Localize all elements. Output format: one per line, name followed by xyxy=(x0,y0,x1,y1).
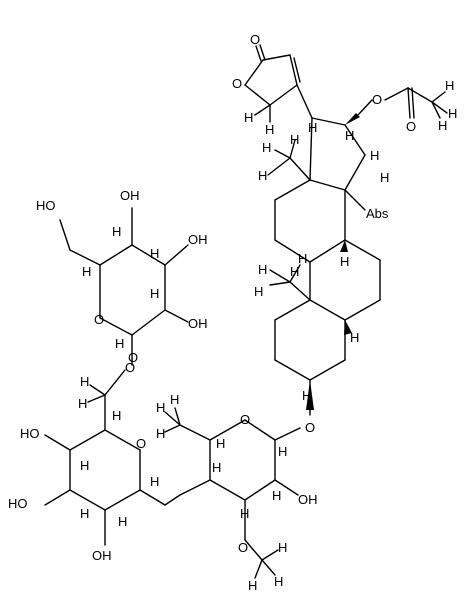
glucose-middle-2-hydroxyl: OH xyxy=(92,548,112,563)
glucose-middle-h3: H xyxy=(80,506,89,521)
glucose-top-ring xyxy=(59,207,189,366)
glucose-middle-ch2-hydrogen-1: H xyxy=(80,374,89,389)
steroid-a-ring xyxy=(269,264,352,381)
glucose-middle-h2: H xyxy=(118,514,127,529)
glucose-top-2-hydroxyl: OH xyxy=(188,316,208,331)
methyl19-hydrogen-2: H xyxy=(254,284,263,299)
digitalose-methyl-hydrogen-1: H xyxy=(156,400,165,415)
lactone-carbonyl-oxygen: O xyxy=(250,32,260,47)
acetate-ester-oxygen: O xyxy=(372,92,382,107)
digitalose-h1: H xyxy=(278,444,287,459)
acetate-carbonyl-oxygen: O xyxy=(406,119,416,134)
glucose-middle-3-hydroxyl: HO xyxy=(8,496,28,511)
lactone-ring-oxygen: O xyxy=(232,76,242,91)
c16-hydrogen: H xyxy=(345,128,354,143)
c5-hydrogen: H xyxy=(350,330,359,345)
methyl19-hydrogen-3: H xyxy=(298,251,307,266)
digitalose-h4: H xyxy=(212,460,221,475)
acetate-methyl-hydrogen-2: H xyxy=(448,106,457,121)
methyl18-hydrogen-2: H xyxy=(258,168,267,183)
methyl18-hydrogen-1: H xyxy=(262,140,271,155)
digitalose-methoxy-hydrogen-1: H xyxy=(278,540,287,555)
glucose-top-h1: H xyxy=(115,336,124,351)
butenolide-ring xyxy=(244,44,313,123)
steroid-c-ring xyxy=(267,139,346,263)
glucose-top-h3: H xyxy=(150,246,159,261)
glucose-middle-4-hydroxyl: HO xyxy=(20,426,40,441)
c17-hydrogen: H xyxy=(308,120,317,135)
c3-hydrogen: H xyxy=(302,388,311,403)
glucose-middle-ch2-hydrogen-2: H xyxy=(78,396,87,411)
c15-hydrogen-1: H xyxy=(370,148,379,163)
glucose-middle-link-oxygen: O xyxy=(125,360,135,375)
glucose-top-3-hydroxyl: OH xyxy=(188,232,208,247)
digitalose-methoxy-hydrogen-2: H xyxy=(274,574,283,589)
digitalose-h2: H xyxy=(272,488,281,503)
digitalose-ring xyxy=(164,407,301,579)
c14-substituent-label: Abs xyxy=(366,206,389,221)
acetate-methyl-hydrogen-1: H xyxy=(445,78,454,93)
glucose-top-h4: H xyxy=(112,224,121,239)
digitalose-methoxy-oxygen: O xyxy=(238,540,248,555)
lactone-ch2-hydrogen-2: H xyxy=(265,122,274,137)
c15-hydrogen-2: H xyxy=(380,170,389,185)
acetate-group xyxy=(357,87,448,119)
steroid-d-ring xyxy=(309,113,366,191)
glucose-top-h2: H xyxy=(150,286,159,301)
digitalose-ring-oxygen: O xyxy=(240,412,250,427)
methyl19-hydrogen-1: H xyxy=(258,262,267,277)
glucose-middle-h4: H xyxy=(80,458,89,473)
glucose-middle-ring xyxy=(44,369,181,546)
c8-hydrogen: H xyxy=(340,254,349,269)
glucose-middle-ring-oxygen: O xyxy=(136,436,146,451)
digitalose-methyl-hydrogen-3: H xyxy=(170,392,179,407)
methyl18-hydrogen-3: H xyxy=(290,132,299,147)
glucose-top-ring-oxygen: O xyxy=(94,312,104,327)
steroid-glycosidic-link xyxy=(306,379,314,416)
steroid-glycosidic-oxygen: O xyxy=(305,420,315,435)
steroid-b-ring xyxy=(309,239,381,321)
acetate-methyl-hydrogen-3: H xyxy=(438,118,447,133)
glucose-middle-h5: H xyxy=(112,408,121,423)
digitalose-h5: H xyxy=(216,436,225,451)
glucose-top-h5: H xyxy=(82,264,91,279)
digitalose-2-hydroxyl: OH xyxy=(298,492,318,507)
glucose-top-ch2-hydroxyl: HO xyxy=(36,198,56,213)
digitalose-methyl-hydrogen-2: H xyxy=(156,426,165,441)
glucose-middle-h1: H xyxy=(150,474,159,489)
lactone-ch2-hydrogen-1: H xyxy=(244,110,253,125)
digitalose-methoxy-hydrogen-3: H xyxy=(248,578,257,593)
c9-hydrogen: H xyxy=(290,264,299,279)
digitalose-h3: H xyxy=(240,506,249,521)
glucose-top-4-hydroxyl: OH xyxy=(120,188,140,203)
glucose-top-anomeric-oxygen: O xyxy=(128,350,138,365)
